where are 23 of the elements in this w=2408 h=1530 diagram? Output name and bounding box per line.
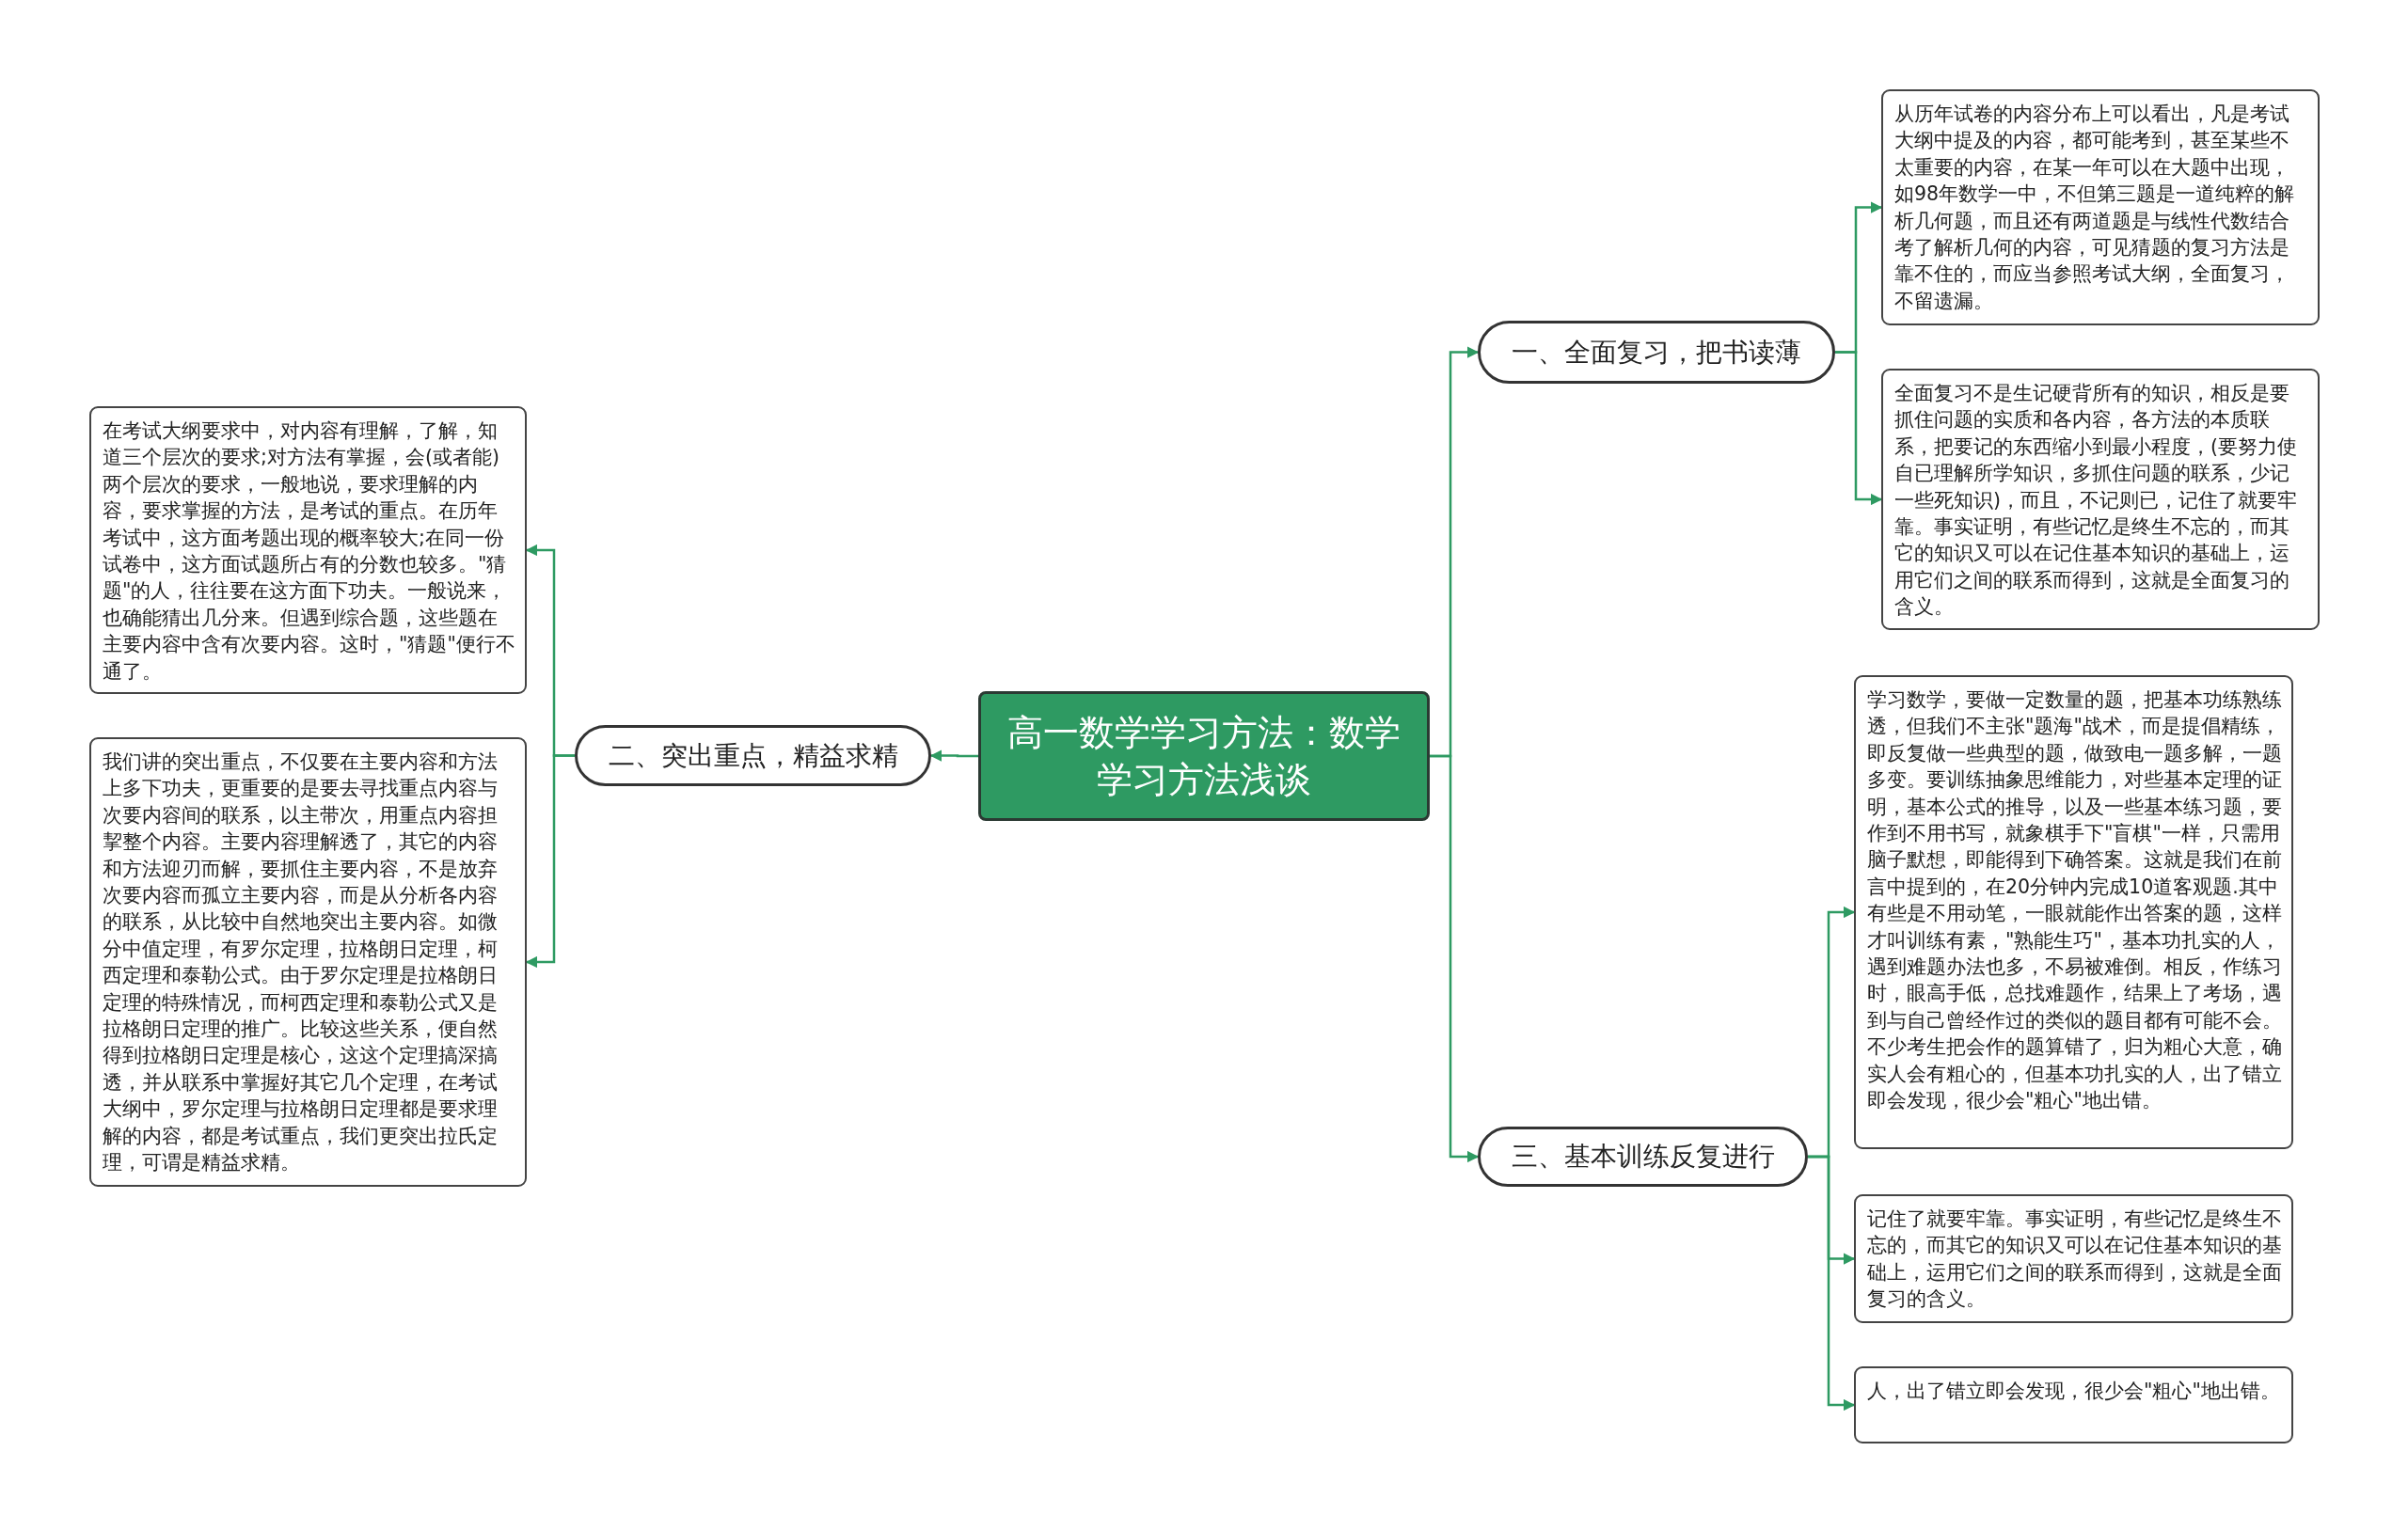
note-text: 人，出了错立即会发现，很少会"粗心"地出错。 <box>1867 1380 2280 1402</box>
note-box <box>1881 89 2320 325</box>
branch-topic-text: 一、全面复习，把书读薄 <box>1512 335 1801 370</box>
branch-topic-box <box>1478 1127 1808 1187</box>
connector-arrow <box>1808 1155 1856 1412</box>
connector-arrow <box>929 749 978 762</box>
note-box <box>1881 369 2320 630</box>
connector-arrow <box>525 754 575 969</box>
note-text: 记住了就要牢靠。事实证明，有些记忆是终生不忘的，而其它的知识又可以在记住基本知识的基础上，运用它们之间的联系而得到，这就是全面复习的含义。 <box>1867 1207 2282 1311</box>
note-text: 在考试大纲要求中，对内容有理解，了解，知道三个层次的要求;对方法有掌握，会(或者能)两个层次的要求，一般地说，要求理解的内容，要求掌握的方法，是考试的重点。在历年考试中，这方面考题出现的概率较大;在同一份试卷中，这方面试题所占有的分数也较多。"猜题"的人，往往要在这方面下功夫。一般说来，也确能猜出几分来。但遇到综合题，这些题在主要内容中含有次要内容。这时，"猜题"便行不通了。 <box>103 419 515 683</box>
note-box <box>1854 675 2293 1149</box>
note-text: 学习数学，要做一定数量的题，把基本功练熟练透，但我们不主张"题海"战术，而是提倡精练，即反复做一些典型的题，做致电一题多解，一题多变。要训练抽象思维能力，对些基本定理的证明，基本公式的推导，以及一些基本练习题，要作到不用书写，就象棋手下"盲棋"一样，只需用脑子默想，即能得到下确答案。这就是我们在前言中提到的，在20分钟内完成10道客观题.其中有些是不用动笔，一眼就能作出答案的题，这样才叫训练有素，"熟能生巧"，基本功扎实的人，遇到难题办法也多，不易被难倒。相反，作练习时，眼高手低，总找难题作，结果上了考场，遇到与自己曾经作过的类似的题目都有可能不会。不少考生把会作的题算错了，归为粗心大意，确实人会有粗心的，但基本功扎实的人，出了错立即会发现，很少会"粗心"地出错。 <box>1867 688 2282 1112</box>
branch-topic-text: 三、基本训练反复进行 <box>1511 1140 1775 1174</box>
note-text: 全面复习不是生记硬背所有的知识，相反是要抓住问题的实质和各内容，各方法的本质联系，把要记的东西缩小到最小程度，(要努力使自已理解所学知识，多抓住问题的联系，少记一些死知识)，而且，不记则已，记住了就要牢靠。事实证明，有些记忆是终生不忘的，而其它的知识又可以在记住基本知识的基础上，运用它们之间的联系而得到，这就是全面复习的含义。 <box>1894 382 2297 619</box>
connector-arrow <box>1430 754 1480 1163</box>
central-topic-box <box>978 691 1430 821</box>
note-text: 从历年试卷的内容分布上可以看出，凡是考试大纲中提及的内容，都可能考到，甚至某些不太重要的内容，在某一年可以在大题中出现，如98年数学一中，不但第三题是一道纯粹的解析几何题，而且还有两道题是与线性代数结合考了解析几何的内容，可见猜题的复习方法是靠不住的，而应当参照考试大纲，全面复习，不留遗漏。 <box>1894 103 2295 312</box>
note-box <box>1854 1194 2293 1323</box>
note-text: 我们讲的突出重点，不仅要在主要内容和方法上多下功夫，更重要的是要去寻找重点内容与次要内容间的联系，以主带次，用重点内容担挈整个内容。主要内容理解透了，其它的内容和方法迎刃而解，要抓住主要内容，不是放弃次要内容而孤立主要内容，而是从分析各内容的联系，从比较中自然地突出主要内容。如微分中值定理，有罗尔定理，拉格朗日定理，柯西定理和泰勒公式。由于罗尔定理是拉格朗日定理的特殊情况，而柯西定理和泰勒公式又是拉格朗日定理的推广。比较这些关系，便自然得到拉格朗日定理是核心，这这个定理搞深搞透，并从联系中掌握好其它几个定理，在考试大纲中，罗尔定理与拉格朗日定理都是要求理解的内容，都是考试重点，我们更突出拉氏定理，可谓是精益求精。 <box>103 750 498 1175</box>
branch-topic-text: 二、突出重点，精益求精 <box>608 738 898 773</box>
connector-arrow <box>1835 351 1883 506</box>
note-box <box>1854 1366 2293 1443</box>
central-topic-text: 高一数学学习方法：数学学习方法浅谈 <box>1006 711 1402 802</box>
